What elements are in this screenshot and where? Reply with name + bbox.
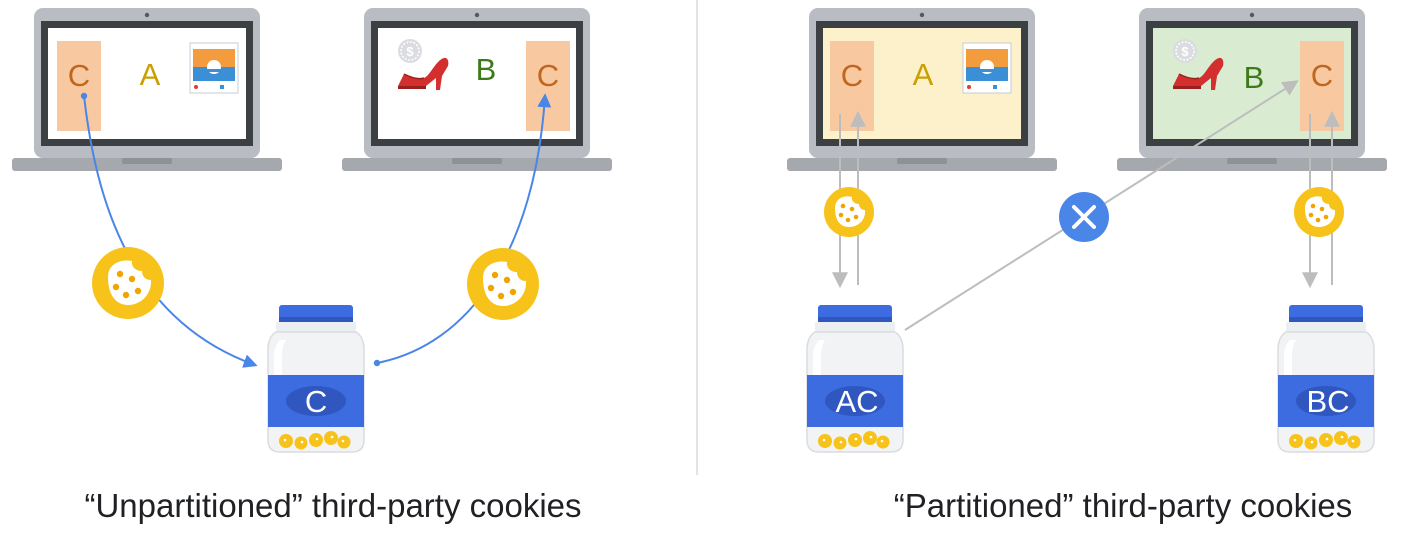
flow-line-a-origin — [80, 92, 88, 100]
cookie-jar-icon: BC — [1277, 304, 1375, 453]
laptop-b: B C — [342, 8, 612, 171]
site-label: B — [476, 52, 497, 87]
laptop-a: C A — [787, 8, 1057, 171]
iframe-c — [57, 41, 101, 131]
flow-line-b-origin — [373, 359, 381, 367]
laptop-a: C A — [12, 8, 282, 171]
cookie-icon — [467, 248, 539, 320]
blocked-x-icon — [1059, 192, 1109, 242]
cookie-icon — [824, 187, 874, 237]
photo-icon — [962, 42, 1012, 94]
iframe-label: C — [537, 58, 559, 93]
panel-caption: “Unpartitioned” third-party cookies — [84, 487, 581, 524]
site-label: A — [913, 57, 934, 92]
panel-caption: “Partitioned” third-party cookies — [894, 487, 1353, 524]
left-panel: C A B C C “Unpartitioned” third-party co… — [12, 8, 612, 524]
dollar-coin-icon — [1172, 38, 1198, 64]
dollar-coin-icon — [397, 38, 423, 64]
photo-icon — [189, 42, 239, 94]
jar-label: BC — [1306, 384, 1349, 419]
jar-label: AC — [835, 384, 878, 419]
jar-label: C — [305, 384, 327, 419]
iframe-label: C — [68, 58, 90, 93]
iframe-label: C — [1311, 58, 1333, 93]
right-panel: C A B C — [787, 8, 1387, 524]
cookie-icon — [92, 247, 164, 319]
cookie-jar-icon: AC — [806, 304, 904, 453]
cookie-icon — [1294, 187, 1344, 237]
site-label: A — [140, 57, 161, 92]
laptop-b: B C — [1117, 8, 1387, 171]
iframe-label: C — [841, 58, 863, 93]
site-label: B — [1244, 60, 1265, 95]
iframe-c — [526, 41, 570, 131]
cookie-jar-icon: C — [267, 304, 365, 453]
